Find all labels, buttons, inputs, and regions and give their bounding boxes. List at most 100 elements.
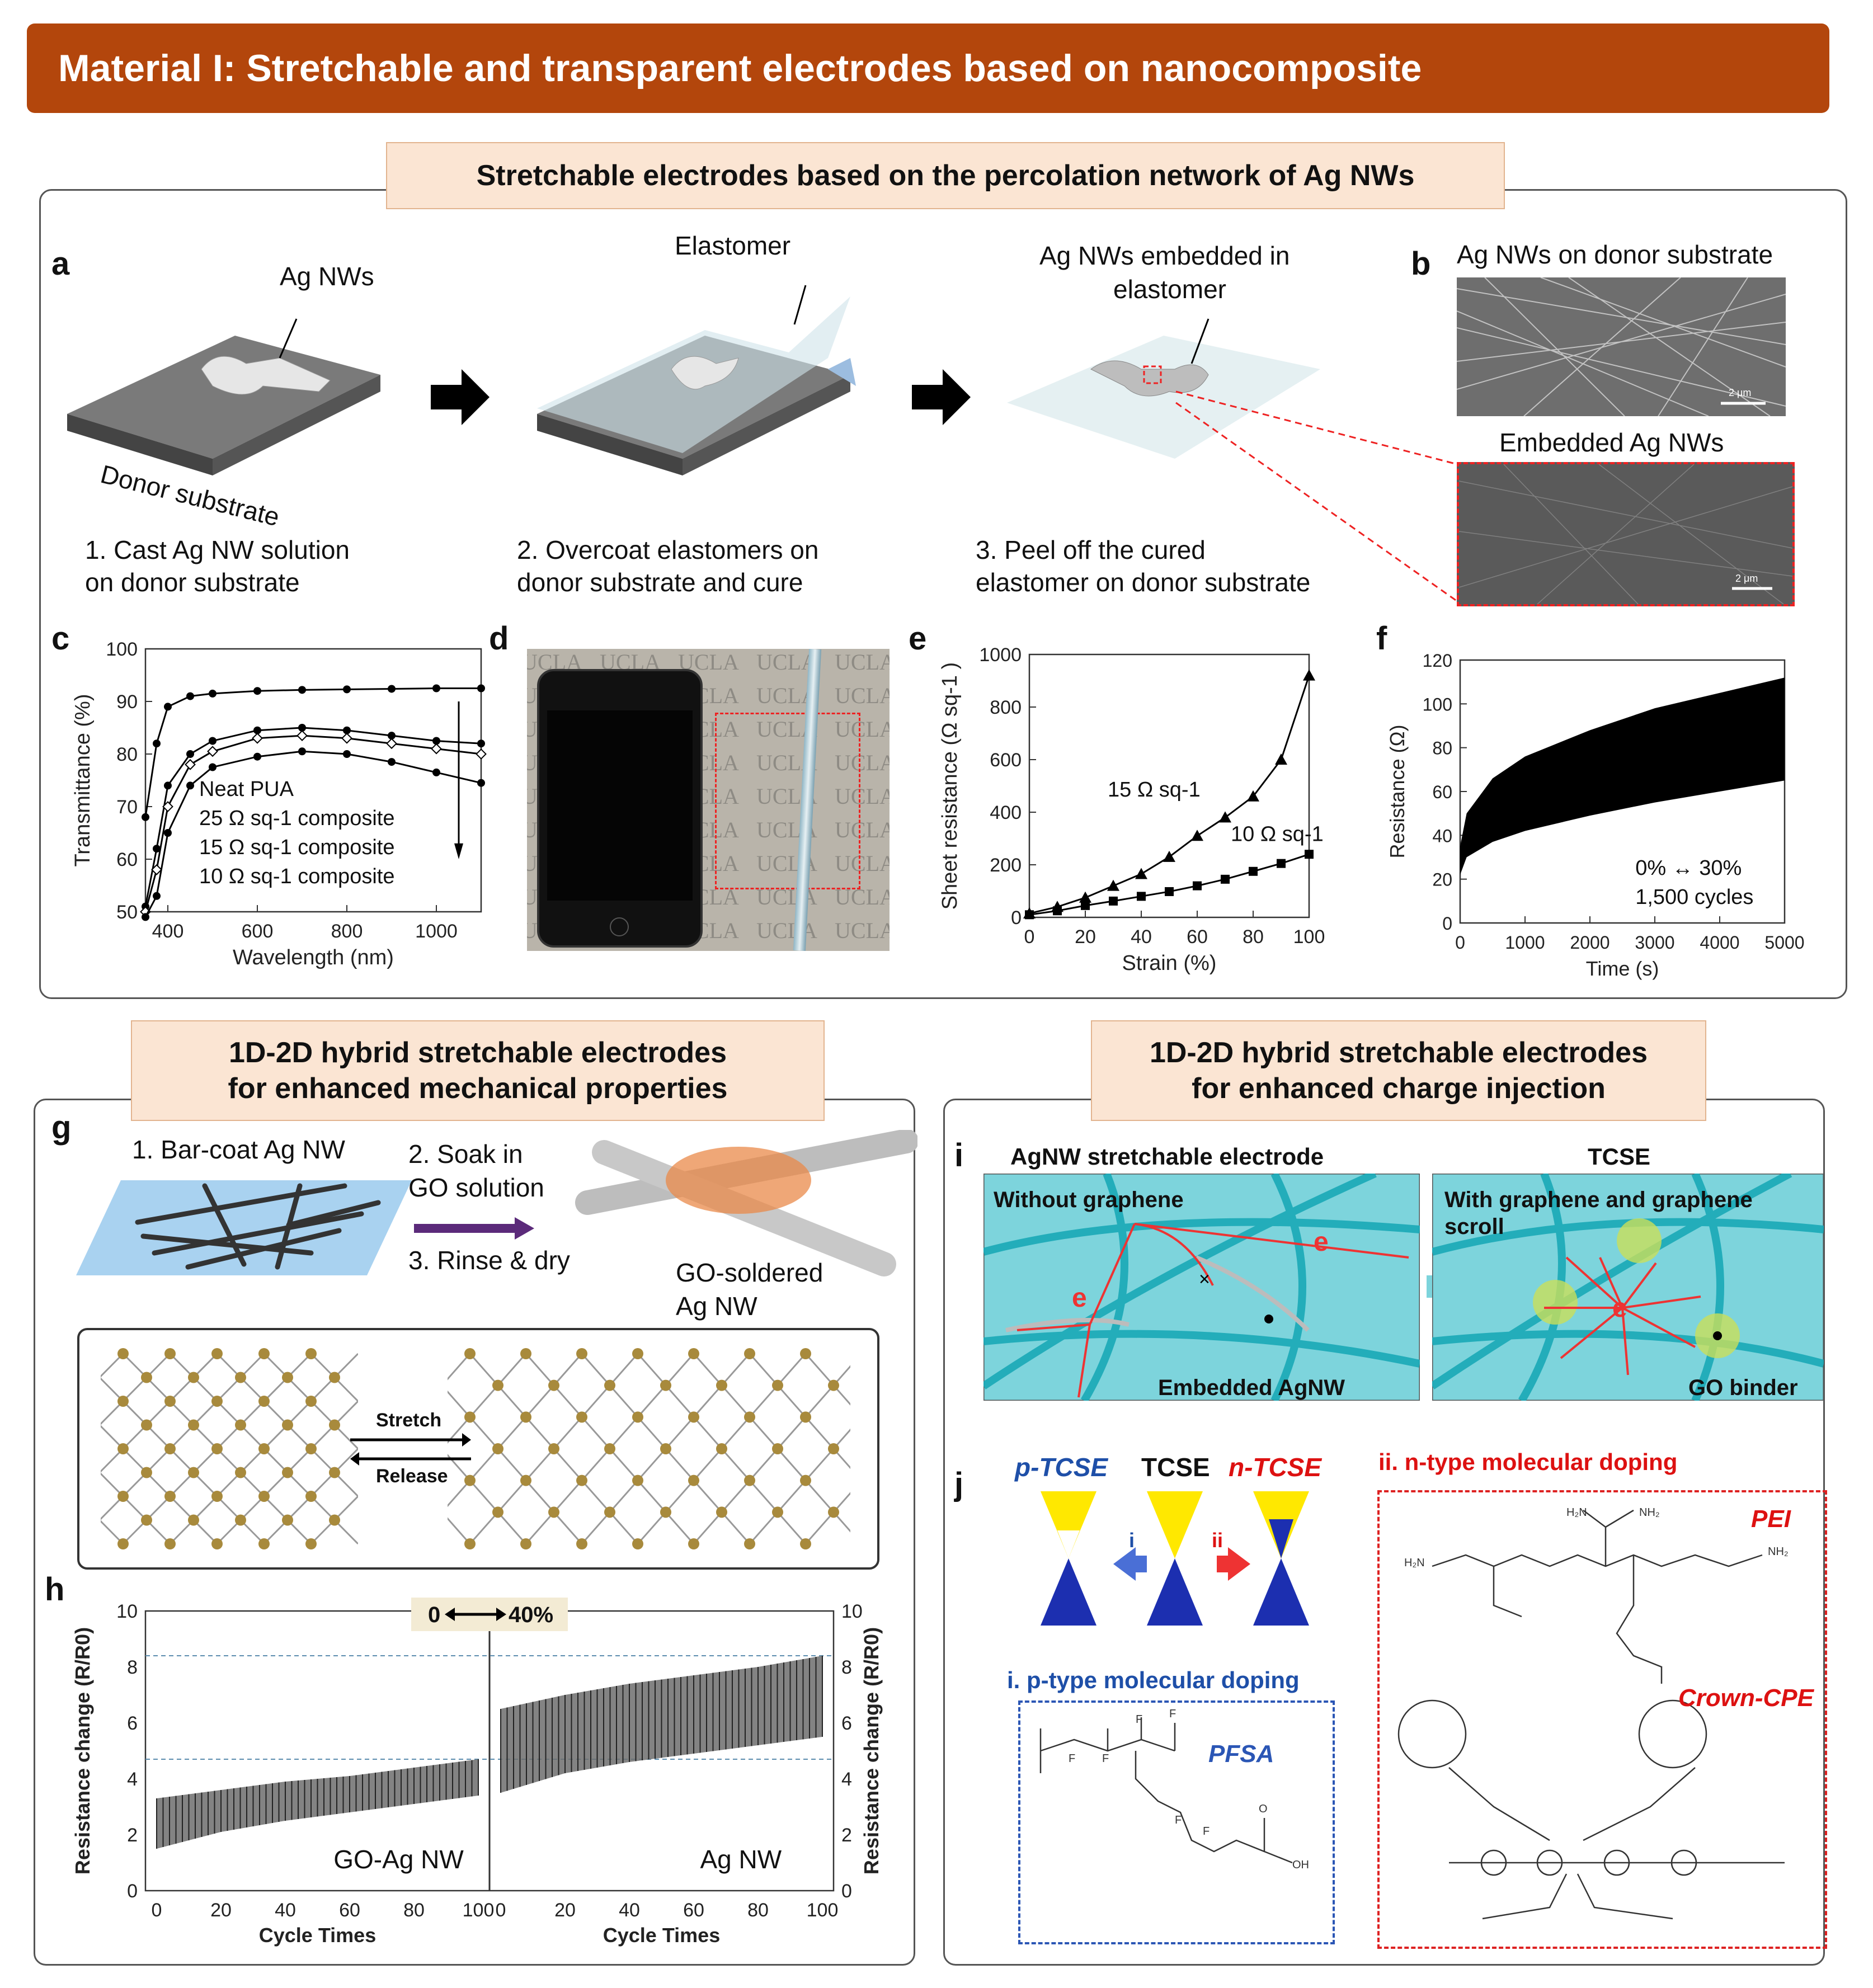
svg-text:O: O: [1259, 1803, 1268, 1815]
b-title1: Ag NWs on donor substrate: [1457, 240, 1773, 269]
data-point: [477, 739, 485, 748]
junction-node: [464, 1411, 476, 1423]
data-point: [1081, 901, 1090, 910]
ucla-watermark: UCLA: [835, 649, 890, 675]
top-subtitle-text: Stretchable electrodes based on the perc…: [476, 159, 1415, 192]
junction-node: [632, 1474, 643, 1486]
data-point: [1191, 830, 1203, 841]
data-point: [209, 689, 217, 698]
data-point: [431, 743, 442, 755]
zoom-lines: [1175, 390, 1458, 602]
junction-node: [188, 1372, 199, 1383]
data-point: [1053, 906, 1062, 916]
strain-arrowhead-left: [445, 1608, 455, 1621]
y-tick-label: 1000: [979, 644, 1022, 666]
junction-node: [688, 1411, 699, 1423]
x-tick-label: 800: [331, 921, 363, 942]
y-tick-label-right: 8: [841, 1657, 852, 1678]
junction-node: [716, 1379, 727, 1391]
x-axis-label: Wavelength (nm): [233, 946, 394, 969]
legend-entry: 25 Ω sq-1 composite: [199, 807, 394, 830]
step1-line1: 1. Cast Ag NW solution: [85, 535, 350, 564]
x-tick-label: 400: [152, 921, 184, 942]
x-tick-label: 0: [1024, 926, 1035, 948]
data-point: [1137, 892, 1146, 901]
junction-node: [329, 1514, 340, 1526]
y-tick-label: 100: [106, 639, 138, 660]
strain-arrowhead-right: [496, 1608, 506, 1621]
junction-node: [744, 1411, 755, 1423]
junction-node: [604, 1443, 615, 1454]
g-step3: 3. Rinse & dry: [408, 1246, 570, 1275]
go-binder-label: GO binder: [1688, 1375, 1798, 1400]
y-tick-label: 70: [116, 797, 138, 818]
label-embedded-1: Ag NWs embedded in: [1039, 241, 1290, 270]
with-graphene-label-1: With graphene and graphene: [1444, 1188, 1753, 1212]
junction-node: [520, 1411, 531, 1423]
x-tick-label: 100: [807, 1900, 839, 1921]
go-solder: [666, 1147, 811, 1214]
data-point: [343, 726, 351, 734]
annotation: 0% ↔ 30%: [1635, 856, 1742, 880]
donor-substrate-top: [67, 336, 380, 459]
junction-node: [800, 1348, 811, 1359]
y-tick-label: 8: [127, 1657, 138, 1678]
data-point: [1193, 881, 1202, 891]
letter-f: f: [1376, 620, 1387, 657]
junction-node: [117, 1538, 129, 1549]
junction-node: [576, 1474, 587, 1486]
d-dashed-box: [715, 713, 860, 889]
junction-node: [828, 1379, 839, 1391]
svg-text:OH: OH: [1292, 1859, 1309, 1871]
data-point: [432, 768, 440, 776]
step2-line2: donor substrate and cure: [517, 568, 803, 597]
data-point: [209, 763, 217, 771]
junction-node: [117, 1491, 129, 1502]
junction-node: [141, 1372, 152, 1383]
data-point: [1107, 879, 1119, 891]
data-point: [341, 732, 352, 744]
data-point: [386, 738, 397, 750]
g-label-go-1: GO-soldered: [676, 1258, 823, 1287]
junction-node: [188, 1514, 199, 1526]
junction-node: [604, 1379, 615, 1391]
ag-nw-pattern: [201, 356, 331, 395]
junction-node: [235, 1467, 246, 1478]
crown-cpe-label: Crown-CPE: [1678, 1684, 1815, 1712]
legend-entry: Neat PUA: [199, 778, 294, 801]
gh-subtitle: 1D-2D hybrid stretchable electrodes for …: [131, 1020, 825, 1121]
junction-node: [660, 1443, 671, 1454]
x-tick-label: 40: [619, 1900, 640, 1921]
junction-node: [604, 1506, 615, 1518]
data-point: [1219, 811, 1231, 823]
data-point: [153, 845, 161, 853]
x-tick-label: 60: [339, 1900, 360, 1921]
junction-node: [744, 1538, 755, 1549]
annotation: 1,500 cycles: [1635, 885, 1753, 909]
data-point: [164, 703, 172, 711]
junction-node: [576, 1411, 587, 1423]
go-soldered-illustration: [575, 1130, 917, 1276]
junction-node: [464, 1348, 476, 1359]
ucla-watermark: UCLA: [835, 817, 890, 842]
y-axis-label: Resistance (Ω): [1386, 725, 1409, 859]
svg-text:NH₂: NH₂: [1768, 1546, 1789, 1558]
ij-subtitle-1: 1D-2D hybrid stretchable electrodes: [1149, 1037, 1648, 1069]
gh-subtitle-1: 1D-2D hybrid stretchable electrodes: [228, 1037, 727, 1069]
stretch-label: Stretch: [376, 1410, 442, 1431]
y-axis-label: Transmittance (%): [71, 694, 95, 867]
network-compact: [101, 1348, 358, 1549]
data-point: [253, 726, 261, 734]
letter-i: i: [954, 1137, 964, 1174]
crown-cpe-structure: Crown-CPE: [1397, 1684, 1815, 1920]
junction-node: [235, 1514, 246, 1526]
scale-bar-1-text: 2 μm: [1729, 387, 1751, 398]
g-step2-1: 2. Soak in: [408, 1139, 523, 1169]
arrow-1: [431, 369, 490, 425]
sem-image-donor: 2 μm: [1457, 277, 1786, 416]
data-point: [153, 892, 161, 900]
sem-nanowires-1: 2 μm: [1457, 277, 1786, 416]
x-tick-label: 80: [747, 1900, 769, 1921]
data-point: [388, 685, 396, 693]
